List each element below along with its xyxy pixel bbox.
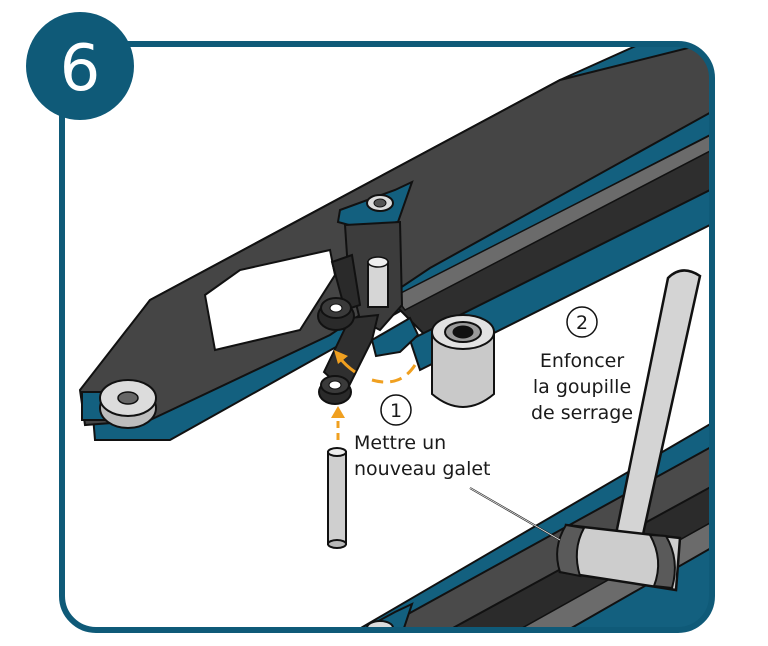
step-badge: 6	[26, 12, 134, 120]
roller-icon	[431, 314, 495, 408]
callout-2-line-2: la goupille	[533, 376, 631, 398]
pin-icon	[327, 447, 347, 549]
callout-1: 1 Mettre un nouveau galet	[354, 394, 491, 480]
frame-border	[59, 41, 715, 633]
callout-2-line-3: de serrage	[531, 402, 633, 424]
callout-2: 2 Enfoncer la goupille de serrage	[531, 306, 633, 424]
roller-bracket	[317, 180, 420, 405]
callout-1-circle	[380, 394, 412, 426]
rotate-arrow-icon	[334, 350, 417, 384]
step-badge-number: 6	[60, 32, 101, 106]
callout-leader-highlight	[469, 487, 561, 541]
hammer-icon	[556, 269, 702, 592]
upper-fork	[78, 44, 712, 441]
callout-1-number: 1	[390, 400, 402, 422]
callout-1-line-2: nouveau galet	[354, 458, 491, 480]
insert-arrow-icon	[331, 406, 345, 440]
callout-2-line-1: Enfoncer	[540, 350, 625, 372]
callout-2-number: 2	[576, 312, 588, 334]
callout-2-circle	[566, 306, 598, 338]
step-badge-circle	[26, 12, 134, 120]
callout-1-line-1: Mettre un	[354, 432, 446, 454]
